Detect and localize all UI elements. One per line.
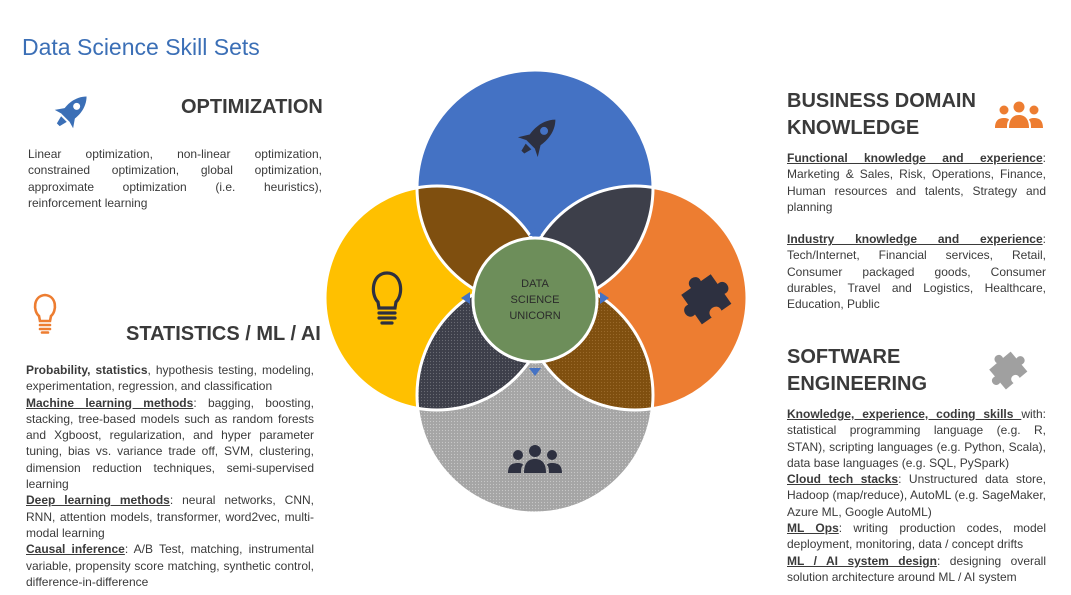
optimization-text: Linear optimization, non-linear optimiza… bbox=[28, 146, 322, 211]
optimization-description: Linear optimization, non-linear optimiza… bbox=[28, 147, 322, 210]
business-item-1-text: : Tech/Internet, Financial services, Ret… bbox=[787, 232, 1046, 312]
software-item-0-text: with: statistical programming language (… bbox=[787, 407, 1046, 470]
stats-item-0-text: , hypothesis testing, modeling, experime… bbox=[26, 363, 314, 394]
team-icon bbox=[994, 98, 1044, 132]
stats-item-3-text: : A/B Test, matching, instrumental varia… bbox=[26, 542, 314, 589]
software-heading: SOFTWARE ENGINEERING bbox=[787, 344, 927, 398]
center-line-2: SCIENCE bbox=[511, 294, 560, 306]
business-heading-line1: BUSINESS DOMAIN bbox=[787, 90, 976, 112]
software-item-2-key: ML Ops bbox=[787, 521, 839, 536]
lightbulb-small-icon bbox=[30, 290, 60, 334]
software-item-1-text: : Unstructured data store, Hadoop (map/r… bbox=[787, 472, 1046, 519]
stats-item-1-text: : bagging, boosting, stacking, tree-base… bbox=[26, 395, 315, 492]
stats-item-0-key: Probability, statistics bbox=[26, 363, 148, 377]
marker-top bbox=[529, 228, 541, 236]
business-text: Functional knowledge and experience: Mar… bbox=[787, 150, 1046, 313]
venn-people-icon bbox=[508, 445, 562, 473]
software-heading-line1: SOFTWARE bbox=[787, 346, 901, 368]
software-item-1-key: Cloud tech stacks bbox=[787, 472, 899, 487]
center-line-3: UNICORN bbox=[509, 310, 560, 322]
software-item-3-key: ML / AI system design bbox=[787, 553, 937, 568]
business-item-1-key: Industry knowledge and experience bbox=[787, 232, 1043, 247]
venn-puzzle-icon bbox=[681, 274, 732, 325]
venn-center-circle bbox=[471, 236, 599, 364]
puzzle-grey-icon bbox=[984, 346, 1030, 392]
rocket-icon bbox=[46, 88, 96, 136]
venn-lightbulb-icon bbox=[371, 271, 403, 325]
center-line-1: DATA bbox=[521, 278, 549, 290]
business-item-0-text: : Marketing & Sales, Risk, Operations, F… bbox=[787, 151, 1046, 214]
software-text: Knowledge, experience, coding skills wit… bbox=[787, 406, 1046, 585]
business-heading: BUSINESS DOMAIN KNOWLEDGE bbox=[787, 88, 976, 142]
marker-right bbox=[600, 292, 609, 304]
optimization-heading: OPTIMIZATION bbox=[181, 96, 323, 118]
venn-diagram: DATA SCIENCE UNICORN bbox=[323, 70, 749, 515]
statistics-text: Probability, statistics, hypothesis test… bbox=[26, 362, 314, 590]
stats-item-3-key: Causal inference bbox=[26, 542, 125, 557]
stats-item-2-text: : neural networks, CNN, RNN, attention m… bbox=[26, 493, 314, 540]
software-item-2-text: : writing production codes, model deploy… bbox=[787, 521, 1046, 552]
statistics-heading: STATISTICS / ML / AI bbox=[126, 323, 321, 345]
software-item-0-key: Knowledge, experience, coding skills bbox=[787, 407, 1022, 421]
business-item-0-key: Functional knowledge and experience bbox=[787, 151, 1043, 165]
marker-bottom bbox=[529, 368, 541, 376]
page-title: Data Science Skill Sets bbox=[22, 34, 260, 60]
marker-left bbox=[461, 292, 470, 304]
stats-item-1-key: Machine learning methods bbox=[26, 395, 194, 410]
software-item-3-text: : designing overall solution architectur… bbox=[787, 553, 1046, 584]
software-heading-line2: ENGINEERING bbox=[787, 373, 928, 395]
stats-item-2-key: Deep learning methods bbox=[26, 493, 170, 508]
business-heading-line2: KNOWLEDGE bbox=[787, 117, 920, 139]
